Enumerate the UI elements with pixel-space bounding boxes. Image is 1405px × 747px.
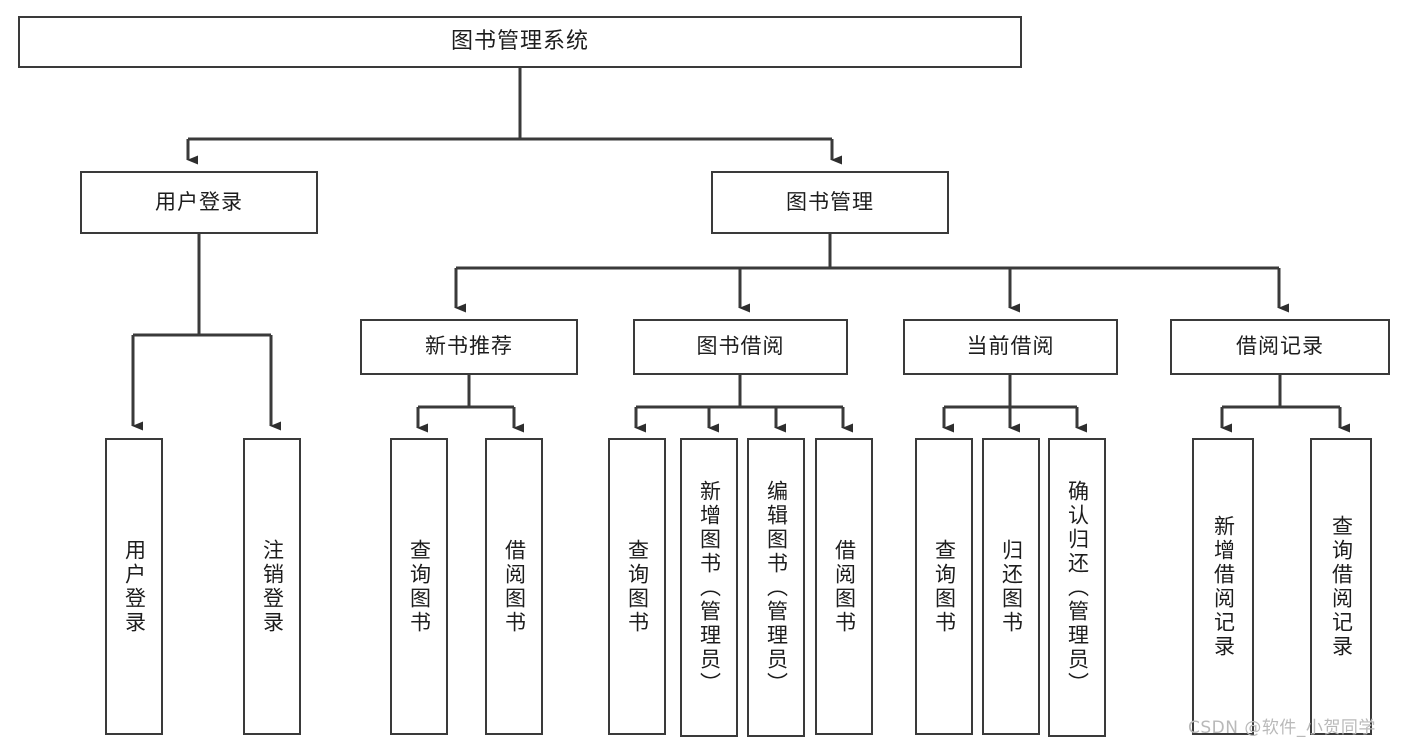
- node-label: 查询图书: [407, 538, 432, 635]
- leaf-add-book-admin[interactable]: 新增图书（管理员）: [680, 438, 738, 737]
- node-label: 注销登录: [260, 538, 285, 635]
- leaf-logout-login[interactable]: 注销登录: [243, 438, 301, 735]
- leaf-return-book[interactable]: 归还图书: [982, 438, 1040, 735]
- node-label: 查询图书: [932, 538, 957, 635]
- node-label: 图书管理系统: [450, 28, 589, 54]
- node-label: 借阅记录: [1236, 334, 1324, 359]
- leaf-confirm-return-admin[interactable]: 确认归还（管理员）: [1048, 438, 1106, 737]
- node-label: 归还图书: [999, 538, 1024, 635]
- leaf-borrow-book[interactable]: 借阅图书: [815, 438, 873, 735]
- node-label: 新增借阅记录: [1211, 514, 1236, 659]
- node-label: 编辑图书（管理员）: [764, 479, 789, 696]
- node-root-system[interactable]: 图书管理系统: [18, 16, 1022, 68]
- node-label: 新增图书（管理员）: [697, 479, 722, 696]
- leaf-add-borrow-record[interactable]: 新增借阅记录: [1192, 438, 1254, 735]
- node-label: 用户登录: [155, 189, 243, 214]
- node-label: 当前借阅: [966, 334, 1055, 359]
- leaf-user-login[interactable]: 用户登录: [105, 438, 163, 735]
- leaf-query-book-current[interactable]: 查询图书: [915, 438, 973, 735]
- node-current-borrow[interactable]: 当前借阅: [903, 319, 1118, 375]
- leaf-query-borrow-record[interactable]: 查询借阅记录: [1310, 438, 1372, 735]
- node-label: 借阅图书: [832, 538, 857, 635]
- leaf-borrow-book-recommend[interactable]: 借阅图书: [485, 438, 543, 735]
- node-borrow-record[interactable]: 借阅记录: [1170, 319, 1390, 375]
- csdn-watermark: CSDN @软件_小贺同学: [1188, 718, 1376, 738]
- node-label: 确认归还（管理员）: [1065, 479, 1090, 696]
- node-book-borrow[interactable]: 图书借阅: [633, 319, 848, 375]
- node-label: 借阅图书: [502, 538, 527, 635]
- node-label: 查询借阅记录: [1329, 514, 1354, 659]
- node-book-management[interactable]: 图书管理: [711, 171, 949, 234]
- node-label: 查询图书: [625, 538, 650, 635]
- node-new-book-recommend[interactable]: 新书推荐: [360, 319, 578, 375]
- leaf-query-book-borrow[interactable]: 查询图书: [608, 438, 666, 735]
- node-label: 用户登录: [122, 538, 147, 635]
- node-user-login[interactable]: 用户登录: [80, 171, 318, 234]
- node-label: 图书借阅: [696, 334, 785, 359]
- node-label: 新书推荐: [425, 334, 513, 359]
- leaf-query-book-recommend[interactable]: 查询图书: [390, 438, 448, 735]
- leaf-edit-book-admin[interactable]: 编辑图书（管理员）: [747, 438, 805, 737]
- node-label: 图书管理: [786, 189, 874, 214]
